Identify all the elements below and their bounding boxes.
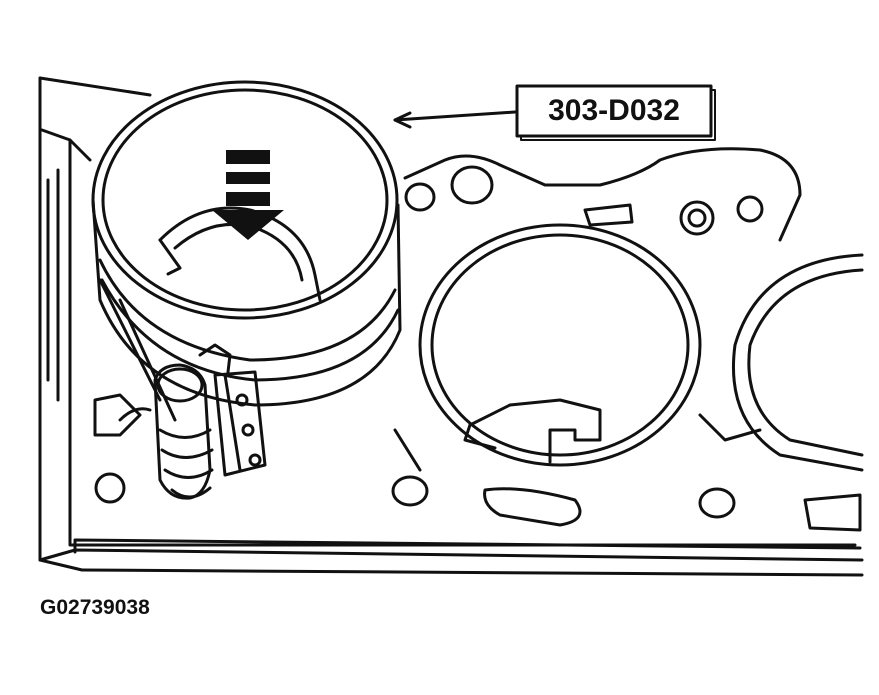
head-gasket xyxy=(68,138,857,547)
compressor-clamp xyxy=(93,343,267,500)
cylinder-bore-2 xyxy=(418,223,702,467)
cylinder-bore-3 xyxy=(731,253,864,472)
gasket-holes xyxy=(94,165,862,532)
tool-callout-label: 303-D032 xyxy=(548,94,680,127)
piston-ring-compressor xyxy=(91,80,402,422)
cylinder-block-deck xyxy=(38,76,864,577)
arrow-down-icon xyxy=(212,150,284,240)
callout-box xyxy=(515,84,713,138)
callout-leader-line xyxy=(393,110,517,122)
figure-id: G02739038 xyxy=(40,596,150,619)
